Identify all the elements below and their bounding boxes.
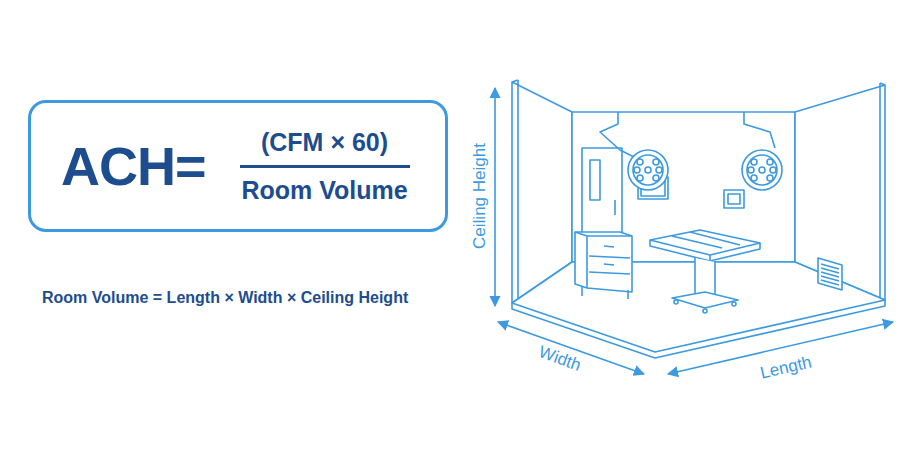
formula-box: ACH= (CFM × 60) Room Volume xyxy=(28,100,448,232)
denominator: Room Volume xyxy=(241,176,407,205)
fraction-bar xyxy=(240,165,410,168)
fraction: (CFM × 60) Room Volume xyxy=(240,128,410,205)
dimension-label: Ceiling Height xyxy=(470,140,490,252)
numerator: (CFM × 60) xyxy=(261,128,388,157)
formula-note: Room Volume = Length × Width × Ceiling H… xyxy=(42,289,408,307)
formula-left: ACH= xyxy=(61,135,206,197)
dimension-label: Length xyxy=(755,352,816,385)
dimension-label: Width xyxy=(533,341,586,377)
